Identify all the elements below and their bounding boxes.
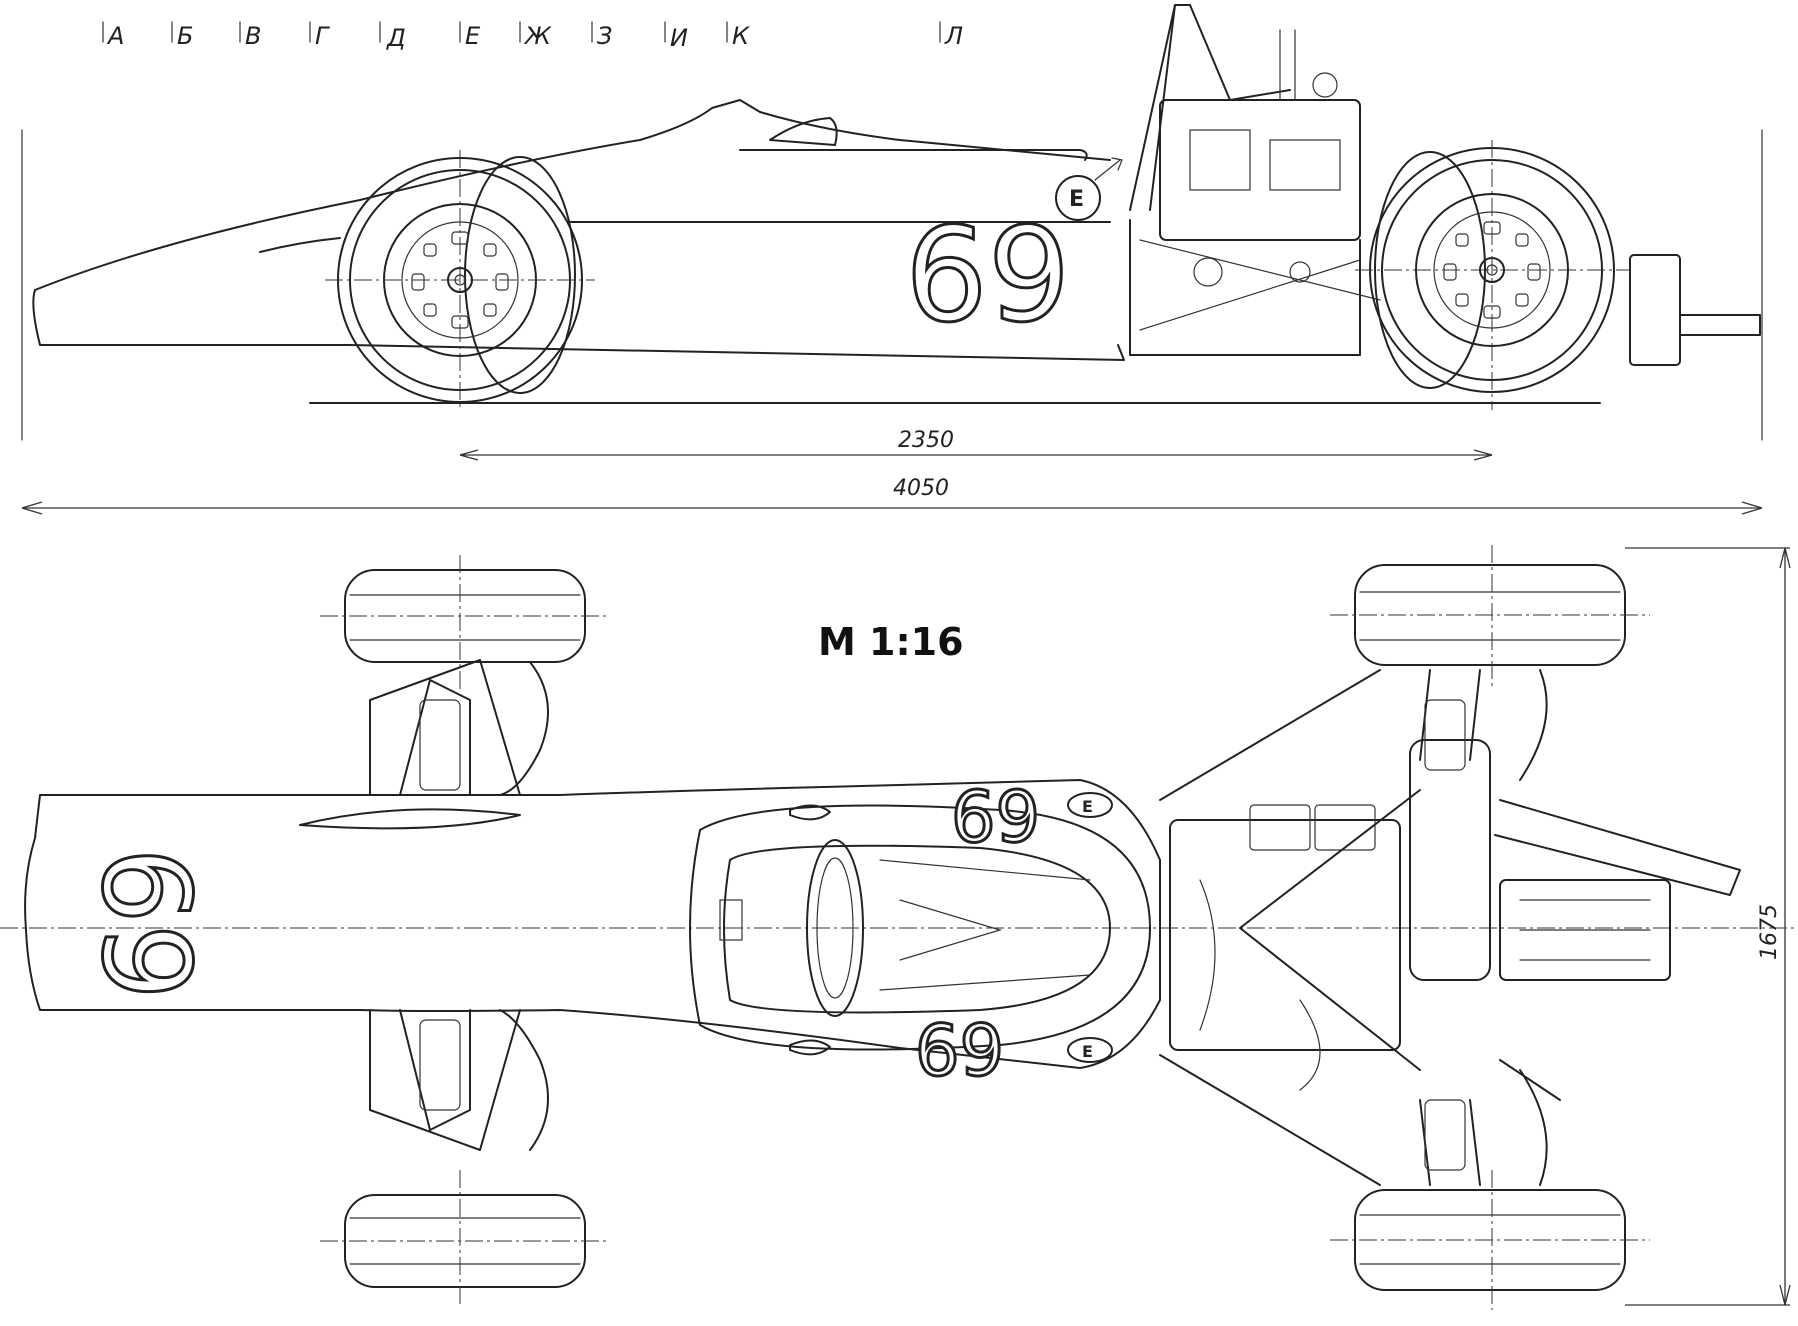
top-badge-letter-right: E [1082, 797, 1093, 816]
top-front-left-tire [320, 1170, 610, 1305]
station-label: К [732, 22, 750, 50]
station-label: З [597, 22, 612, 50]
top-rear-suspension [1419, 669, 1548, 1186]
station-label: Е [465, 22, 481, 50]
side-dimensions: 2350 4050 [21, 428, 1763, 515]
track-width-dimension: 1675 [1757, 904, 1782, 960]
top-body-outline [24, 779, 1161, 1069]
side-race-number: 69 [905, 199, 1070, 351]
top-nose-race-number: 69 [82, 847, 221, 1000]
side-body-outline [32, 99, 1125, 361]
top-cockpit [689, 804, 1151, 1051]
side-view: 69 E [21, 4, 1763, 441]
side-front-wheel [325, 150, 595, 410]
station-label: Ж [523, 22, 552, 50]
top-rear-right-tire [1330, 545, 1650, 690]
top-engine-block [1169, 819, 1401, 1051]
side-roll-bar [1129, 4, 1291, 211]
side-badge-letter: E [1069, 187, 1084, 212]
station-label: Д [386, 24, 406, 52]
top-rear-left-tire [1330, 1170, 1650, 1310]
station-label: И [670, 24, 688, 52]
station-label: А [106, 22, 124, 50]
station-label: Г [315, 22, 330, 50]
top-flank-race-number-right: 69 [951, 773, 1040, 855]
overall-length-dimension: 4050 [893, 476, 949, 501]
scale-title: M 1:16 [818, 620, 964, 664]
top-front-right-tire [320, 555, 610, 690]
top-rear-frame [1159, 669, 1741, 1186]
wheelbase-dimension: 2350 [898, 428, 954, 453]
station-markers: А Б В Г Д Е Ж З И К Л [102, 21, 963, 52]
top-view: 69 69 69 E E [0, 545, 1798, 1310]
track-dimension: 1675 [1625, 547, 1791, 1306]
station-label: Л [944, 22, 963, 50]
top-front-suspension [369, 659, 549, 1151]
side-rear-wheel [1355, 140, 1630, 410]
top-flank-race-number-left: 69 [915, 1010, 1004, 1092]
station-label: Б [177, 22, 193, 50]
station-label: В [245, 22, 261, 50]
top-badge-letter-left: E [1082, 1042, 1093, 1061]
